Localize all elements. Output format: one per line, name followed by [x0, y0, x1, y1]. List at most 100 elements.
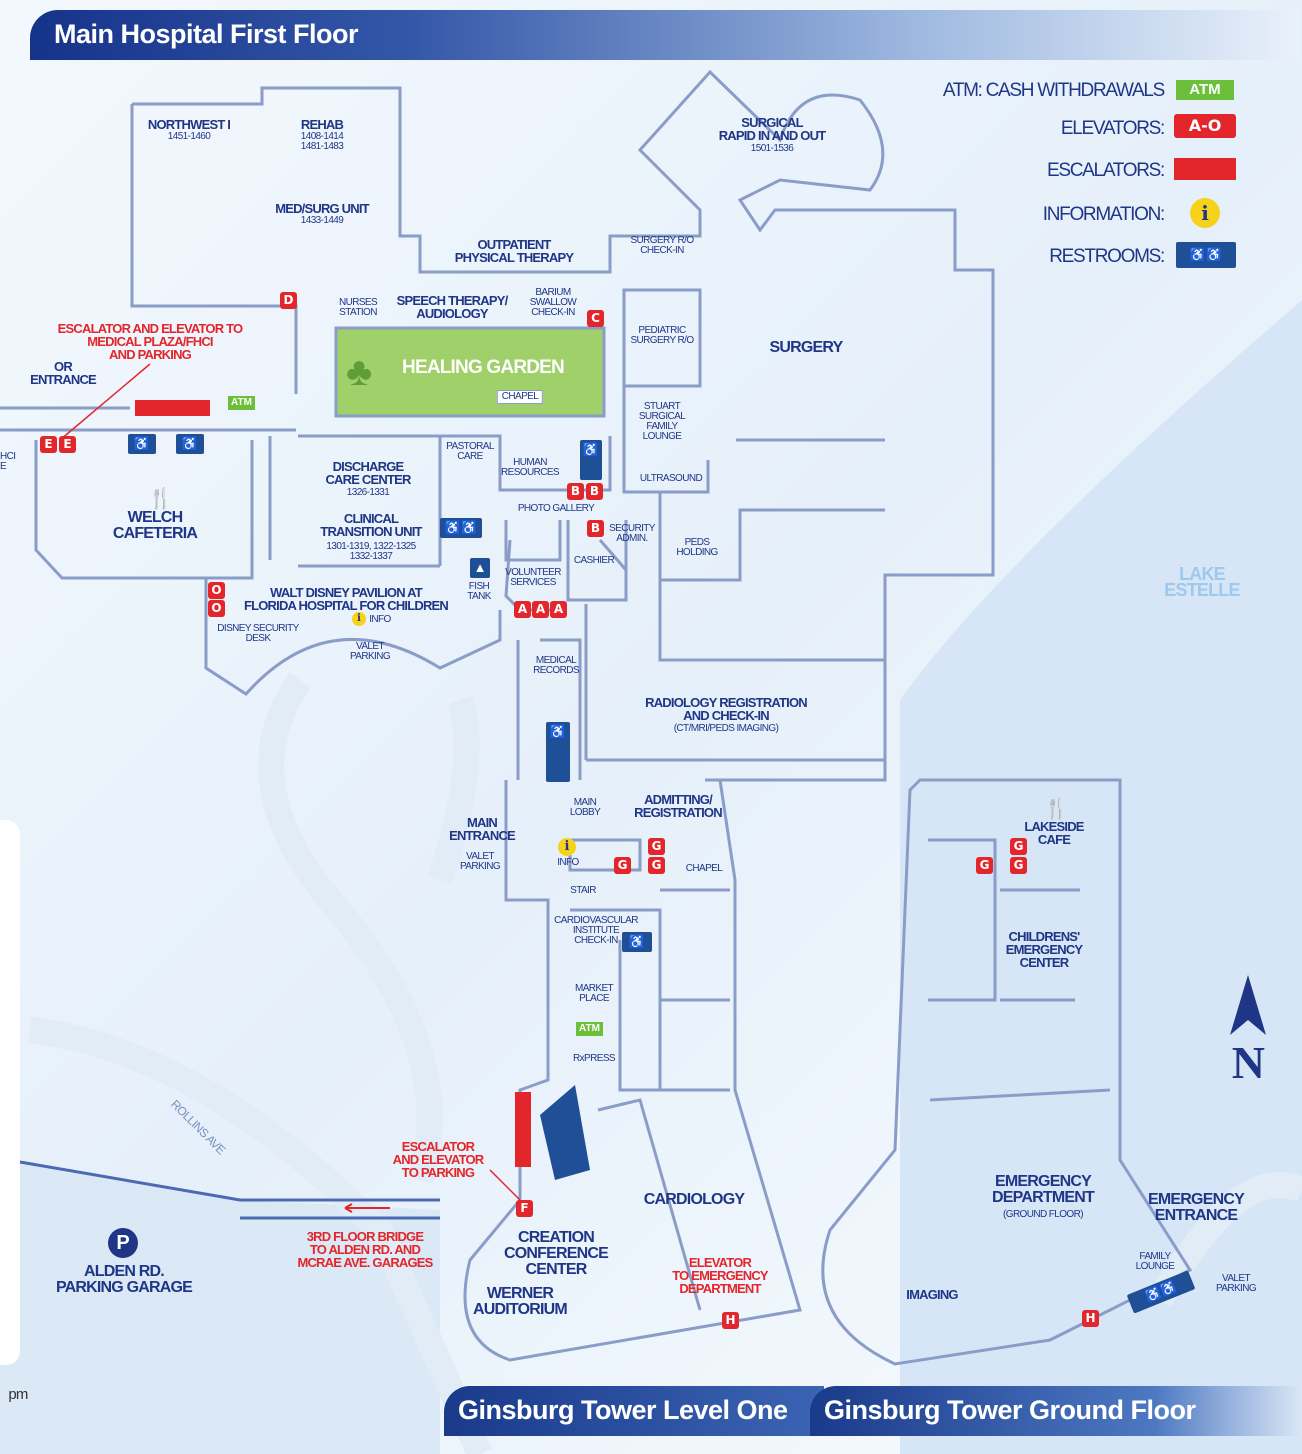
- parking-icon: P: [108, 1228, 138, 1258]
- barium-swallow-label: BARIUM SWALLOW CHECK-IN: [529, 287, 577, 318]
- legend-escalators-label: ESCALATORS:: [1047, 160, 1165, 181]
- restroom-icon: ♿: [546, 722, 570, 782]
- creation-conference-label: CREATION CONFERENCE CENTER: [503, 1229, 609, 1278]
- restroom-icon: ♿♿: [440, 518, 482, 538]
- bridge-arrow: [344, 1203, 390, 1213]
- stuart-lounge-label: STUART SURGICAL FAMILY LOUNGE: [638, 401, 686, 442]
- elevator-e-icon: E: [59, 436, 76, 453]
- auditorium-restrooms: [540, 1085, 590, 1180]
- radiology-registration-label: RADIOLOGY REGISTRATION AND CHECK-IN: [645, 695, 808, 723]
- emergency-department-label: EMERGENCY DEPARTMENT: [992, 1173, 1095, 1206]
- discharge-rooms: 1326-1331: [346, 487, 390, 498]
- elevator-g-icon: G: [1010, 857, 1027, 874]
- chapel-garden-label: CHAPEL: [496, 390, 544, 404]
- partial-text: pm: [8, 1386, 28, 1403]
- welch-cafeteria-label: WELCH CAFETERIA: [112, 509, 198, 542]
- main-entrance-label: MAIN ENTRANCE: [449, 815, 516, 843]
- clinical-transition-label: CLINICAL TRANSITION UNIT: [320, 511, 422, 539]
- rehab-rooms: 1408-1414 1481-1483: [300, 131, 344, 152]
- medical-records-label: MEDICAL RECORDS: [533, 655, 579, 676]
- left-panel: [0, 820, 20, 1365]
- elevator-d-icon: D: [280, 292, 297, 309]
- market-place-label: MARKET PLACE: [574, 983, 614, 1004]
- medsurg-rooms: 1433-1449: [300, 215, 344, 226]
- imaging-label: IMAGING: [906, 1287, 958, 1302]
- footer-ground-floor: Ginsburg Tower Ground Floor: [810, 1386, 1302, 1436]
- family-lounge-label: FAMILY LOUNGE: [1135, 1251, 1175, 1272]
- nurses-station-label: NURSES STATION: [338, 297, 378, 318]
- elevator-c-icon: C: [587, 310, 604, 327]
- disney-security-desk-label: DISNEY SECURITY DESK: [217, 623, 299, 644]
- surgical-rapid-rooms: 1501-1536: [750, 143, 794, 154]
- healing-garden-label: HEALING GARDEN: [402, 357, 565, 378]
- lake-bottom-left: [0, 1160, 440, 1454]
- header-bar: Main Hospital First Floor: [30, 10, 1300, 60]
- atm-icon: ATM: [1176, 80, 1234, 100]
- photo-gallery-label: PHOTO GALLERY: [517, 503, 595, 514]
- elevator-g-icon: G: [1010, 838, 1027, 855]
- valet-parking-er-label: VALET PARKING: [1215, 1273, 1257, 1294]
- fish-tank-icon: ▲: [470, 558, 490, 578]
- elevator-o-icon: O: [208, 582, 225, 599]
- info-disney-label: INFO: [369, 614, 391, 625]
- elevator-f-icon: F: [516, 1200, 533, 1217]
- cardiology-label: CARDIOLOGY: [643, 1191, 745, 1208]
- discharge-care-label: DISCHARGE CARE CENTER: [325, 459, 411, 487]
- pediatric-surgery-label: PEDIATRIC SURGERY R/O: [630, 325, 694, 346]
- cashier-label: CASHIER: [573, 555, 615, 566]
- disney-pavilion-label: WALT DISNEY PAVILION AT FLORIDA HOSPITAL…: [243, 585, 449, 613]
- alden-parking-garage-label: ALDEN RD. PARKING GARAGE: [55, 1263, 193, 1296]
- surgical-rapid-label: SURGICAL RAPID IN AND OUT: [718, 115, 826, 143]
- page-title: Main Hospital First Floor: [54, 19, 359, 49]
- rxpress-label: RxPRESS: [573, 1053, 616, 1064]
- main-lobby-label: MAIN LOBBY: [569, 797, 601, 818]
- legend-atm-label: ATM: CASH WITHDRAWALS: [942, 80, 1165, 101]
- northwest-rooms: 1451-1460: [167, 131, 211, 142]
- surgery-label: SURGERY: [769, 339, 844, 356]
- compass-icon: [1230, 975, 1266, 1035]
- pastoral-care-label: PASTORAL CARE: [446, 441, 494, 462]
- elevator-g-icon: G: [648, 857, 665, 874]
- outpatient-label: OUTPATIENT PHYSICAL THERAPY: [454, 237, 574, 265]
- ultrasound-label: ULTRASOUND: [639, 473, 703, 484]
- footer-level-one: Ginsburg Tower Level One: [444, 1386, 824, 1436]
- elevator-a-icon: A: [550, 601, 567, 618]
- admitting-registration-label: ADMITTING/ REGISTRATION: [634, 792, 722, 820]
- cardiovascular-checkin-label: CARDIOVASCULAR INSTITUTE CHECK-IN: [554, 915, 638, 946]
- healing-garden-area: [334, 326, 606, 418]
- lake-estelle: [900, 300, 1302, 1454]
- escalator-icon: [1174, 158, 1236, 180]
- elevator-icon: A-O: [1174, 114, 1236, 138]
- or-entrance-label: OR ENTRANCE: [30, 359, 97, 387]
- radiology-sub-label: (CT/MRI/PEDS IMAGING): [673, 723, 779, 734]
- information-icon-main: i: [558, 838, 576, 856]
- restroom-icon: ♿: [128, 434, 156, 454]
- information-icon-disney: i: [352, 612, 366, 626]
- rehab-label: REHAB: [300, 117, 344, 132]
- valet-parking-disney-label: VALET PARKING: [349, 641, 391, 662]
- surgery-ro-checkin-label: SURGERY R/O CHECK-IN: [630, 235, 694, 256]
- medsurg-label: MED/SURG UNIT: [275, 201, 369, 216]
- atm-icon-or: ATM: [228, 396, 255, 410]
- valet-parking-main-label: VALET PARKING: [459, 851, 501, 872]
- lake-estelle-label: LAKE ESTELLE: [1164, 564, 1240, 600]
- clinical-transition-rooms: 1301-1319, 1322-1325 1332-1337: [326, 541, 416, 562]
- emergency-entrance-label: EMERGENCY ENTRANCE: [1148, 1191, 1245, 1224]
- elevator-b-icon: B: [567, 483, 584, 500]
- legend-information-label: INFORMATION:: [1042, 204, 1166, 225]
- elevator-a-icon: A: [532, 601, 549, 618]
- tree-icon: ♣: [346, 350, 373, 394]
- escalator-parking-label: ESCALATOR AND ELEVATOR TO PARKING: [392, 1139, 485, 1180]
- escalator-pointer-line: [59, 363, 151, 441]
- lakeside-cafe-label: LAKESIDE CAFE: [1024, 819, 1084, 847]
- volunteer-services-label: VOLUNTEER SERVICES: [505, 567, 561, 588]
- speech-therapy-label: SPEECH THERAPY/ AUDIOLOGY: [396, 293, 509, 321]
- atm-icon-market: ATM: [576, 1022, 603, 1036]
- elevator-o-icon: O: [208, 600, 225, 617]
- childrens-emergency-label: CHILDRENS' EMERGENCY CENTER: [1005, 929, 1083, 970]
- chapel-main-label: CHAPEL: [685, 863, 723, 874]
- information-icon: i: [1190, 198, 1220, 228]
- edge-text: HCI E: [0, 451, 16, 472]
- human-resources-label: HUMAN RESOURCES: [501, 457, 560, 478]
- rollins-road-edge: [19, 1160, 440, 1220]
